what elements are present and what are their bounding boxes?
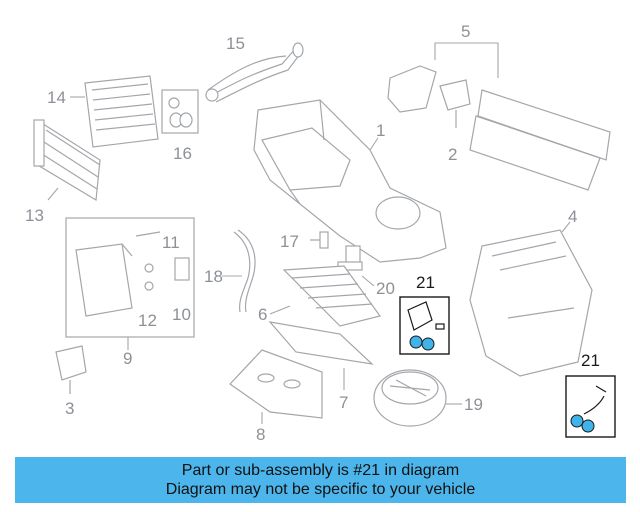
part-20-sensor xyxy=(337,245,363,271)
callout-9: 9 xyxy=(123,349,132,368)
part-9-assembly-box xyxy=(65,217,195,338)
callout-3: 3 xyxy=(65,399,74,418)
banner-line-2: Diagram may not be specific to your vehi… xyxy=(165,481,476,498)
callout-13: 13 xyxy=(25,206,44,225)
part-5-bracket xyxy=(387,42,611,191)
callout-20: 20 xyxy=(376,279,395,298)
callout-16: 16 xyxy=(173,144,192,163)
callout-18: 18 xyxy=(204,267,223,286)
callout-1: 1 xyxy=(376,121,385,140)
callout-4: 4 xyxy=(568,207,577,226)
part-2-actuator xyxy=(439,79,471,128)
callout-19: 19 xyxy=(464,395,483,414)
part-16-seal-kit xyxy=(161,89,199,134)
part-19-blower-motor xyxy=(373,369,447,427)
callout-12: 12 xyxy=(138,311,157,330)
part-21-highlight-box-a xyxy=(399,296,450,355)
part-8-tray xyxy=(229,349,323,419)
callout-10: 10 xyxy=(172,305,191,324)
callout-7: 7 xyxy=(339,393,348,412)
banner-line-1: Part or sub-assembly is #21 in diagram xyxy=(181,462,460,479)
part-1-hvac-housing xyxy=(253,99,447,263)
callout-21b: 21 xyxy=(581,351,600,370)
part-6-cabin-filter xyxy=(282,265,382,327)
part-15-hoses xyxy=(205,42,304,103)
part-18-hose xyxy=(233,229,256,313)
part-4-distribution-housing xyxy=(469,229,593,377)
part-14-heater-core xyxy=(84,75,159,148)
callout-11: 11 xyxy=(162,233,180,252)
part-21-highlight-box-b xyxy=(565,375,616,438)
part-info-banner: Part or sub-assembly is #21 in diagram D… xyxy=(15,457,626,503)
callout-17: 17 xyxy=(280,232,299,251)
part-7-filter-cover xyxy=(268,321,374,365)
callout-6: 6 xyxy=(258,305,267,324)
part-3-mount xyxy=(55,345,87,394)
part-17-screw xyxy=(310,231,329,249)
part-13-evaporator xyxy=(33,119,101,202)
callout-8: 8 xyxy=(256,425,265,444)
callout-2: 2 xyxy=(448,145,457,164)
callout-14: 14 xyxy=(47,88,66,107)
callout-5: 5 xyxy=(461,22,470,41)
callout-15: 15 xyxy=(226,34,245,53)
callout-21a: 21 xyxy=(416,273,435,292)
parts-diagram: 15 14 13 16 1 xyxy=(25,22,616,444)
